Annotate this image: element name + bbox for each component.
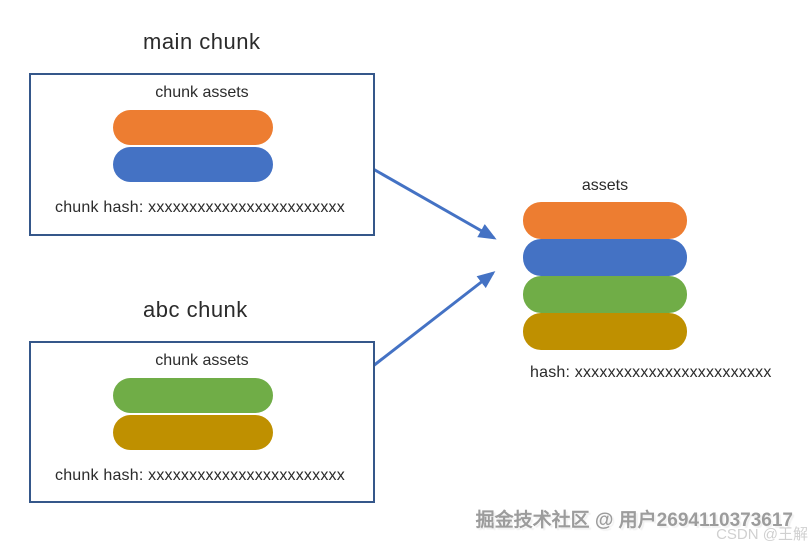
green-asset-pill [113, 378, 273, 413]
blue-asset-pill [523, 239, 687, 276]
abc-chunk-title: abc chunk [143, 297, 248, 322]
watermark-csdn: CSDN @王解 [716, 526, 808, 543]
main-chunk-asset-pills [113, 110, 273, 182]
main-chunk-hash-text: chunk hash: xxxxxxxxxxxxxxxxxxxxxxxx [55, 199, 345, 216]
abc-chunk-assets-label: chunk assets [155, 352, 249, 369]
orange-asset-pill [523, 202, 687, 239]
green-asset-pill [523, 276, 687, 313]
gold-asset-pill [523, 313, 687, 350]
merged-assets-title: assets [581, 177, 629, 194]
abc-chunk-hash-text: chunk hash: xxxxxxxxxxxxxxxxxxxxxxxx [55, 467, 345, 484]
abc-chunk-asset-pills [113, 378, 273, 450]
abc-chunk-box: chunk assets chunk hash: xxxxxxxxxxxxxxx… [29, 341, 375, 503]
gold-asset-pill [113, 415, 273, 450]
blue-asset-pill [113, 147, 273, 182]
watermark-juejin: 掘金技术社区 @ 用户2694110373617 [475, 510, 793, 531]
orange-asset-pill [113, 110, 273, 145]
merged-hash-text: hash: xxxxxxxxxxxxxxxxxxxxxxxx [530, 364, 772, 381]
main-chunk-assets-label: chunk assets [155, 84, 249, 101]
main-chunk-box: chunk assets chunk hash: xxxxxxxxxxxxxxx… [29, 73, 375, 236]
merged-asset-pills [523, 202, 687, 350]
main-chunk-title: main chunk [143, 29, 261, 54]
